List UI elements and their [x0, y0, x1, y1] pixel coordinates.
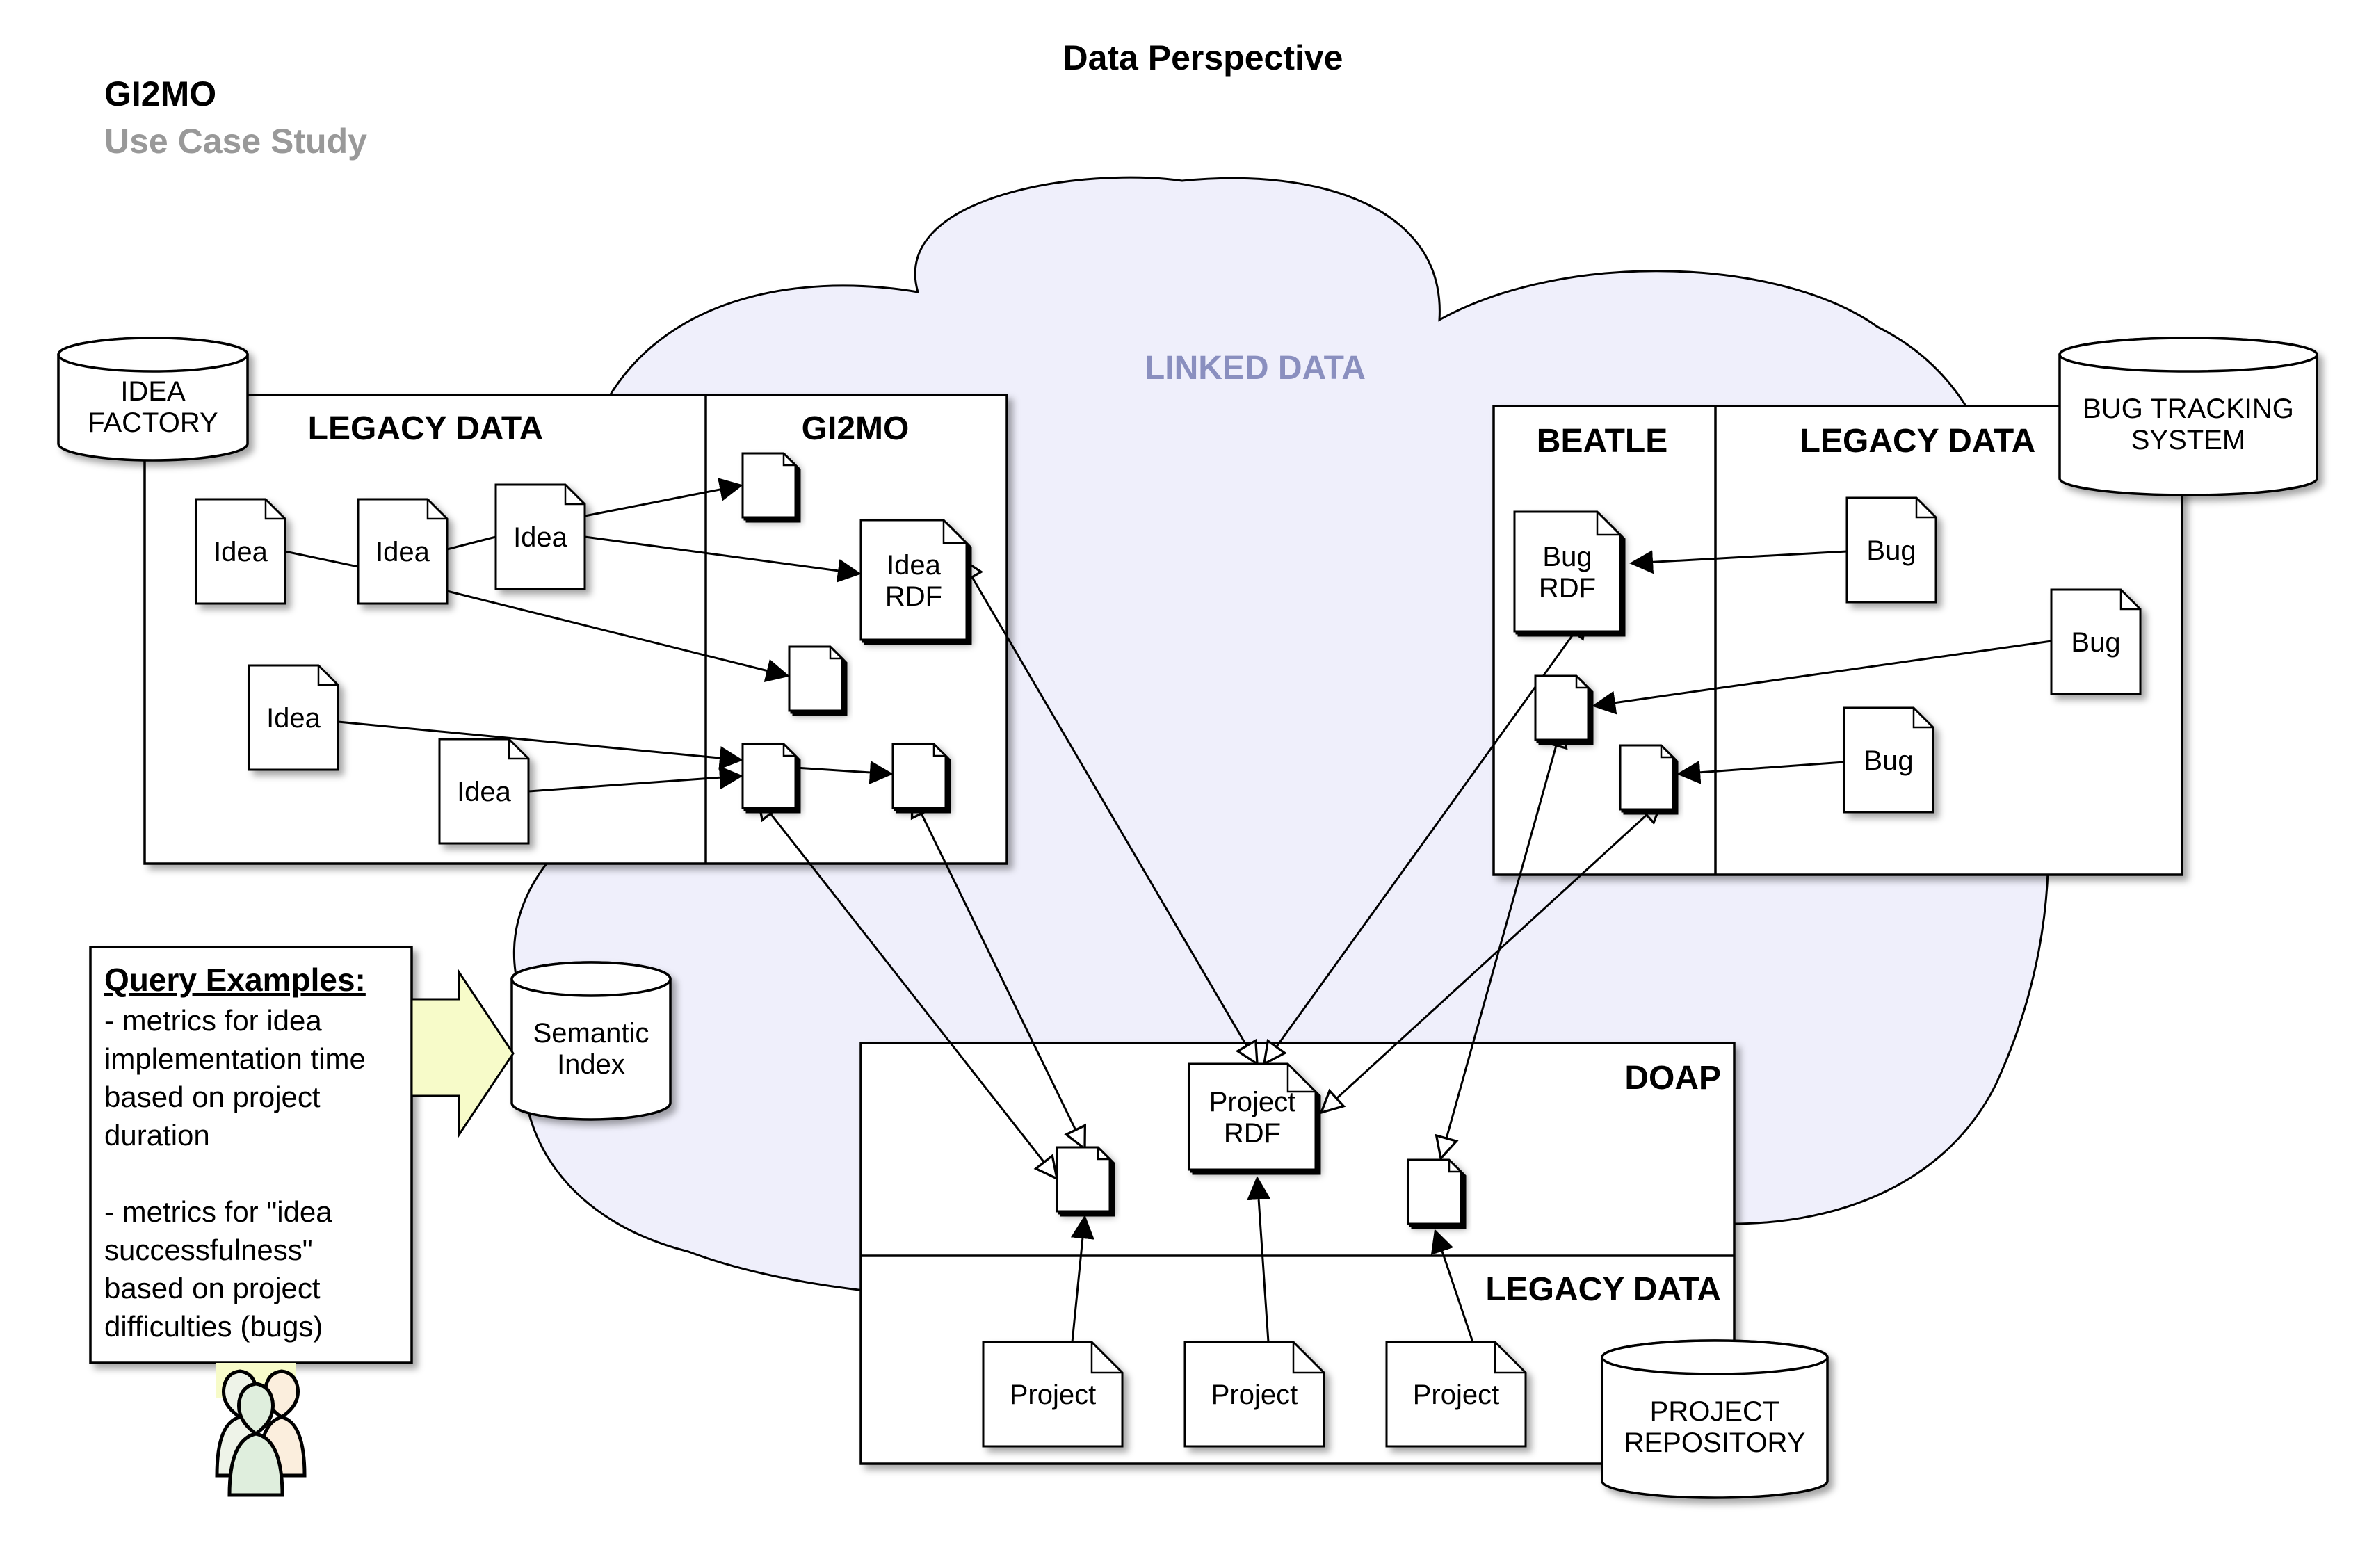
gi2mo-internal-arrow: [795, 761, 894, 784]
project-rdf-doc-label: Project: [1209, 1087, 1296, 1117]
query-box: [89, 946, 413, 1364]
project-repository-db-label: REPOSITORY: [1624, 1428, 1806, 1458]
arrow-right-icon: [410, 969, 515, 1138]
left-legacy-panel: LEGACY DATA GI2MO: [143, 394, 1008, 865]
gi2mo-doc: [891, 743, 951, 814]
beatle-doc: [1534, 674, 1594, 745]
bug-to-rdf-arrow: [1629, 550, 1848, 574]
beatle-doc: [1619, 744, 1679, 815]
project-doc-label: Project: [1413, 1380, 1500, 1410]
doap-doc: [1407, 1158, 1467, 1229]
bottom-legacy-title: LEGACY DATA: [1485, 1271, 1721, 1308]
query-line: based on project: [104, 1272, 321, 1304]
bug-doc-label: Bug: [2071, 627, 2120, 658]
idea-doc: Idea: [248, 664, 339, 771]
idea-doc: Idea: [494, 483, 586, 590]
right-legacy-title: LEGACY DATA: [1800, 423, 2036, 460]
bug-doc: Bug: [1843, 706, 1934, 814]
query-lines: - metrics for idea implementation time bas…: [104, 1004, 366, 1343]
idea-doc-label: Idea: [375, 537, 430, 567]
query-line: implementation time: [104, 1042, 366, 1075]
idea-link: [284, 550, 359, 568]
query-line: - metrics for "idea: [104, 1195, 332, 1228]
connector-layer: [284, 478, 2052, 1343]
project-rdf-doc-label: RDF: [1224, 1118, 1281, 1149]
idea-to-gi2mo-arrow: [337, 720, 743, 770]
idea-to-rdf-arrow: [584, 535, 862, 583]
brand-title: GI2MO: [104, 74, 216, 113]
query-examples-box: Query Examples: - metrics for idea implem…: [89, 946, 413, 1364]
query-line: difficulties (bugs): [104, 1310, 323, 1343]
idea-doc: Idea: [195, 498, 286, 605]
project-to-rdf-arrow: [1247, 1176, 1271, 1343]
project-doc: Project: [982, 1341, 1124, 1448]
doap-doc: [1056, 1146, 1115, 1217]
idea-doc-label: Idea: [213, 537, 268, 567]
bug-to-beatle-arrow: [1677, 760, 1845, 784]
gi2mo-doc: [741, 452, 801, 523]
idea-factory-db-label: IDEA: [120, 376, 186, 407]
semantic-index-db-label: Semantic: [533, 1018, 649, 1049]
idea-doc-label: Idea: [457, 777, 512, 807]
project-doc-label: Project: [1211, 1380, 1298, 1410]
brand-subtitle: Use Case Study: [104, 122, 367, 161]
left-legacy-title: LEGACY DATA: [308, 410, 544, 447]
gi2mo-doc: [741, 743, 801, 814]
idea-doc-label: Idea: [513, 522, 568, 553]
gi2mo-title: GI2MO: [802, 410, 910, 447]
idea-to-gi2mo-arrow: [446, 590, 790, 682]
project-doc: Project: [1184, 1341, 1325, 1448]
idea-doc-label: Idea: [266, 703, 321, 734]
bug-doc: Bug: [1845, 496, 1937, 604]
semantic-index-db-label: Index: [557, 1049, 625, 1080]
beatle-title: BEATLE: [1537, 423, 1667, 460]
bug-to-beatle-arrow: [1592, 640, 2052, 715]
page-title: Data Perspective: [1063, 38, 1343, 77]
beatle-doap-link: [1441, 745, 1556, 1158]
doap-title: DOAP: [1624, 1060, 1721, 1097]
project-repository-db-label: PROJECT: [1650, 1396, 1780, 1427]
idea-doc: Idea: [357, 498, 449, 605]
idea-to-gi2mo-arrow: [584, 478, 743, 517]
gi2mo-doc: [788, 645, 848, 716]
idea-link: [446, 535, 496, 551]
idea-doc: Idea: [438, 738, 530, 845]
query-line: duration: [104, 1119, 210, 1151]
project-doc-label: Project: [1010, 1380, 1097, 1410]
idea-to-gi2mo-arrow: [528, 766, 743, 793]
query-title: Query Examples:: [104, 962, 366, 998]
query-line: - metrics for idea: [104, 1004, 322, 1037]
bug-rdf-doc-label: RDF: [1539, 573, 1596, 604]
bug-rdf-doc-label: Bug: [1542, 542, 1592, 572]
rdf-link: [972, 577, 1257, 1064]
query-line: based on project: [104, 1081, 321, 1113]
query-line: successfulness": [104, 1234, 313, 1266]
idea-rdf-doc-label: RDF: [885, 581, 942, 612]
bug-tracking-db-label: BUG TRACKING: [2083, 394, 2294, 424]
idea-factory-db-label: FACTORY: [88, 407, 218, 438]
bug-doc: Bug: [2050, 588, 2142, 695]
bug-doc-label: Bug: [1866, 535, 1916, 566]
project-to-doap-arrow: [1070, 1215, 1094, 1343]
cloud-label: LINKED DATA: [1145, 350, 1366, 387]
bug-tracking-db-label: SYSTEM: [2131, 425, 2245, 455]
project-to-doap-arrow: [1430, 1229, 1474, 1343]
users-group-icon: [215, 1363, 307, 1497]
project-doc: Project: [1385, 1341, 1527, 1448]
bug-doc-label: Bug: [1864, 745, 1913, 776]
idea-rdf-doc-label: Idea: [887, 550, 942, 581]
